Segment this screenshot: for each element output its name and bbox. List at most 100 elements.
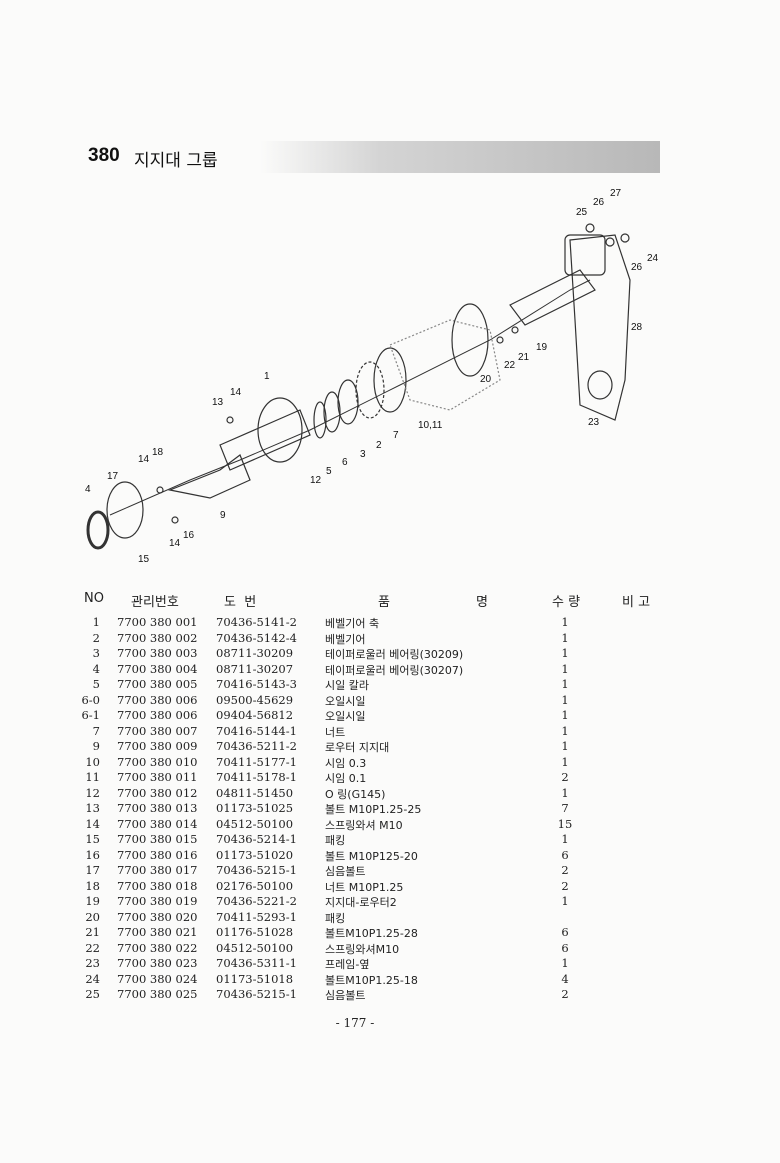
part-name: 볼트M10P1.25-28 (325, 927, 418, 940)
part-name: 패킹 (325, 834, 346, 847)
col-header-no: NO (84, 591, 104, 606)
callout-label: 14 (230, 387, 242, 398)
drawing-number: 08711-30207 (216, 661, 294, 676)
quantity: 1 (561, 832, 569, 846)
callout-label: 20 (480, 374, 492, 385)
drawing-number: 70411-5178-1 (216, 770, 297, 784)
group-title: 지지대 그룹 (134, 151, 218, 171)
drawing-number: 70436-5215-1 (216, 863, 297, 877)
callout-label: 7 (393, 430, 399, 441)
management-number: 7700 380 009 (117, 739, 198, 753)
col-header-name-a: 품 (378, 595, 390, 610)
management-number: 7700 380 022 (117, 940, 198, 955)
header-shade-bar (260, 141, 660, 173)
management-number: 7700 380 018 (117, 878, 198, 893)
management-number: 7700 380 005 (117, 677, 198, 691)
part-no: 6-1 (81, 708, 100, 722)
drawing-number: 02176-50100 (216, 878, 294, 893)
drawing-number: 01176-51028 (216, 925, 294, 939)
part-no: 3 (92, 646, 100, 660)
drawing-number: 01173-51018 (216, 971, 294, 986)
drawing-number: 70436-5211-2 (216, 739, 297, 753)
management-number: 7700 380 007 (117, 723, 198, 738)
part-no: 24 (85, 971, 100, 986)
quantity: 1 (561, 894, 569, 908)
part-name: 심음볼트 (325, 989, 366, 1002)
drawing-number: 70436-5215-1 (216, 987, 297, 1001)
drawing-number: 01173-51020 (216, 847, 294, 862)
part-no: 12 (85, 785, 100, 800)
part-no: 25 (85, 987, 100, 1001)
callout-label: 22 (504, 360, 516, 371)
quantity: 15 (557, 816, 573, 831)
callout-label: 23 (588, 417, 600, 428)
callout-label: 4 (85, 484, 91, 495)
drawing-number: 04811-51450 (216, 785, 294, 800)
part-name: 베벨기어 축 (325, 617, 380, 630)
quantity: 1 (561, 754, 569, 769)
quantity: 2 (561, 770, 569, 784)
drawing-number: 09404-56812 (216, 708, 294, 722)
drawing-number: 70436-5141-2 (216, 615, 297, 629)
management-number: 7700 380 016 (117, 847, 198, 862)
quantity: 2 (561, 987, 569, 1001)
quantity: 1 (561, 630, 569, 645)
management-number: 7700 380 004 (117, 661, 198, 676)
part-no: 4 (92, 661, 100, 676)
part-no: 21 (85, 925, 100, 939)
management-number: 7700 380 021 (117, 925, 198, 939)
callout-label: 26 (593, 197, 605, 208)
quantity: 1 (561, 677, 569, 691)
management-number: 7700 380 025 (117, 987, 198, 1001)
management-number: 7700 380 014 (117, 816, 198, 831)
quantity: 4 (561, 971, 569, 986)
part-name: 오일시일 (325, 710, 366, 723)
callout-label: 26 (631, 262, 643, 273)
drawing-number: 70436-5142-4 (216, 630, 297, 645)
drawing-number: 09500-45629 (216, 692, 294, 707)
drawing-number: 70411-5177-1 (216, 754, 297, 769)
drawing-number: 70416-5143-3 (216, 677, 297, 691)
part-no: 11 (85, 770, 100, 784)
part-no: 5 (92, 677, 100, 691)
part-name: 패킹 (325, 911, 346, 925)
part-name: 베벨기어 (325, 632, 366, 646)
callout-label: 28 (631, 322, 643, 333)
drawing-number: 70436-5214-1 (216, 832, 297, 846)
management-number: 7700 380 017 (117, 863, 198, 877)
callout-label: 25 (576, 207, 588, 218)
part-no: 7 (92, 723, 100, 738)
col-header-qty: 수 량 (552, 595, 581, 610)
part-name: 시일 칼라 (325, 679, 369, 692)
callout-label: 13 (212, 397, 224, 408)
callout-label: 6 (342, 457, 348, 468)
col-header-name-b: 명 (476, 595, 488, 610)
management-number: 7700 380 003 (117, 646, 198, 660)
callout-label: 2 (376, 440, 382, 451)
part-no: 17 (85, 863, 100, 877)
part-no: 6-0 (81, 692, 100, 707)
diagram-drawing (86, 223, 631, 550)
quantity: 1 (561, 785, 569, 800)
part-name: 지지대-로우터2 (325, 896, 397, 909)
callout-label: 21 (518, 352, 530, 363)
part-no: 13 (85, 801, 100, 815)
part-name: 프레임-옆 (325, 958, 370, 971)
part-name: 시임 0.3 (325, 756, 367, 770)
callout-label: 24 (647, 253, 659, 264)
part-no: 10 (85, 754, 100, 769)
part-name: 심음볼트 (325, 865, 366, 878)
management-number: 7700 380 023 (117, 956, 198, 970)
